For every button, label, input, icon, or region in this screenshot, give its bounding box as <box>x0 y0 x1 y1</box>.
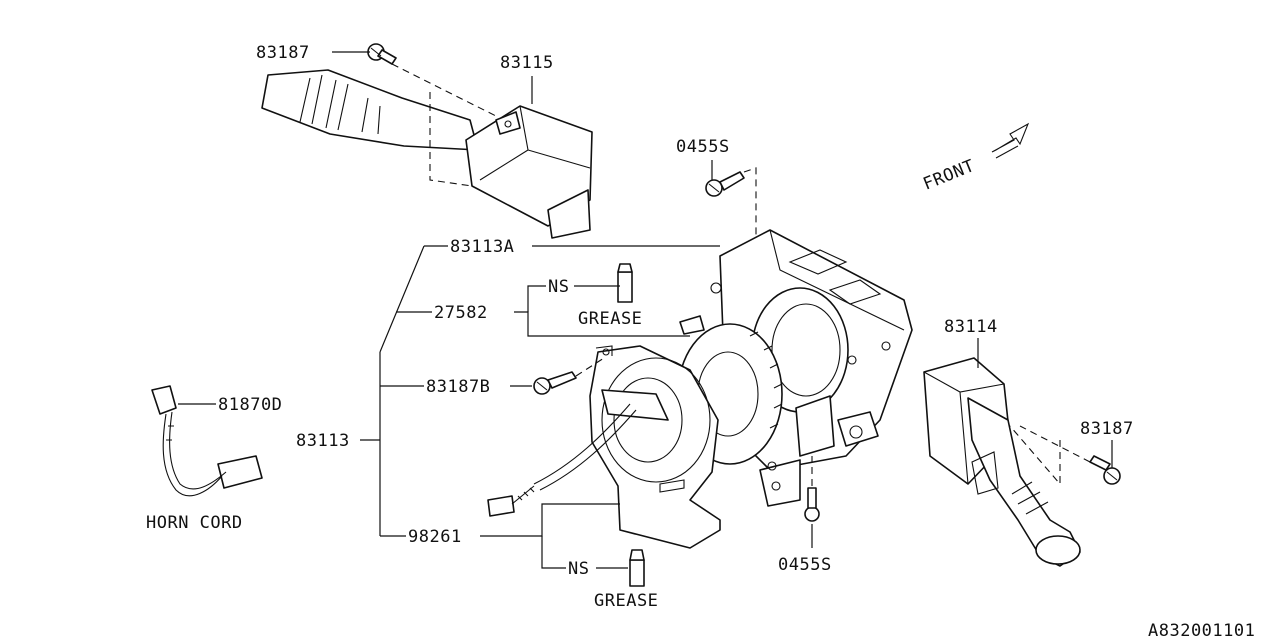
label-0455s-bottom: 0455S <box>778 555 832 575</box>
lever-switch-83115 <box>261 63 593 239</box>
label-0455s-top: 0455S <box>676 137 730 157</box>
label-81870d: 81870D <box>218 395 282 415</box>
label-83114: 83114 <box>944 317 998 337</box>
horn-cord <box>151 385 263 497</box>
label-ns-top: NS <box>548 277 569 297</box>
label-front: FRONT <box>920 156 977 195</box>
diagram-id: A832001101 <box>1148 621 1255 640</box>
label-grease-top: GREASE <box>578 309 642 329</box>
label-ns-bottom: NS <box>568 559 589 579</box>
screw-0455s-top <box>705 167 757 268</box>
grease-tube-bottom <box>629 549 645 587</box>
label-83187b: 83187B <box>426 377 490 397</box>
label-grease-bottom: GREASE <box>594 591 658 611</box>
front-arrow-icon <box>991 122 1030 159</box>
leader-lines <box>178 51 1113 569</box>
lever-switch-83114 <box>923 357 1091 567</box>
label-83113: 83113 <box>296 431 350 451</box>
label-83187-right: 83187 <box>1080 419 1134 439</box>
screw-83187-right <box>1089 455 1121 485</box>
label-83187-top: 83187 <box>256 43 310 63</box>
screw-83187b <box>533 357 605 395</box>
label-83115: 83115 <box>500 53 554 73</box>
label-83113a: 83113A <box>450 237 514 257</box>
steering-roll-connector <box>487 345 721 549</box>
grease-tube-top <box>617 263 633 303</box>
label-horn-cord: HORN CORD <box>146 513 243 533</box>
label-27582: 27582 <box>434 303 488 323</box>
screw-0455s-bottom <box>804 456 820 522</box>
label-98261: 98261 <box>408 527 462 547</box>
screw-83187-top <box>367 43 397 65</box>
